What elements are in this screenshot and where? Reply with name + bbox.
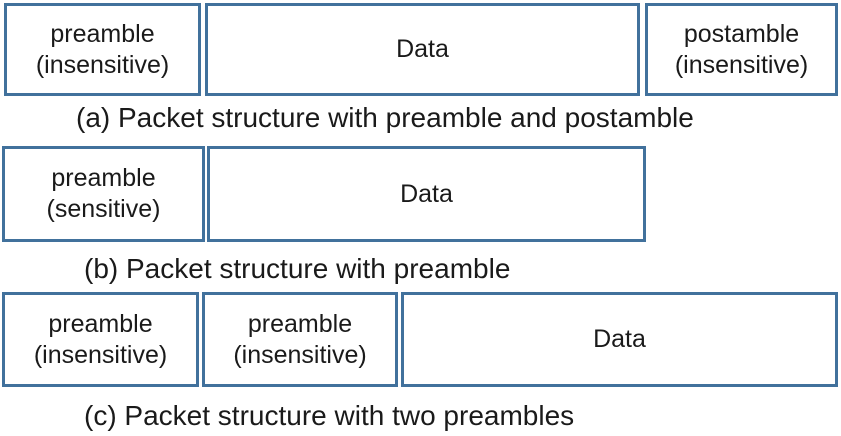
box-label-line: (insensitive) <box>233 340 367 369</box>
box-label-line: (insensitive) <box>35 50 170 79</box>
box-preamble-insensitive: preamble (insensitive) <box>202 292 398 387</box>
box-postamble-insensitive: postamble (insensitive) <box>645 3 838 96</box>
box-preamble-sensitive: preamble (sensitive) <box>2 146 205 242</box>
box-preamble-insensitive: preamble (insensitive) <box>2 292 199 387</box>
box-label-line: (insensitive) <box>33 340 168 369</box>
box-label-line: (insensitive) <box>674 50 809 79</box>
box-label-line: preamble <box>50 19 155 48</box>
box-label-line: preamble <box>48 309 153 338</box>
caption-b: (b) Packet structure with preamble <box>84 253 511 284</box>
caption-a: (a) Packet structure with preamble and p… <box>76 102 694 133</box>
box-label-line: (sensitive) <box>46 195 161 223</box>
box-preamble-insensitive: preamble (insensitive) <box>4 3 201 96</box>
box-label-line: Data <box>593 325 646 353</box>
box-data: Data <box>401 292 838 387</box>
box-label-line: preamble <box>247 309 353 338</box>
caption-c: (c) Packet structure with two preambles <box>84 400 575 431</box>
box-data: Data <box>205 3 640 96</box>
box-label-line: Data <box>400 179 453 208</box>
box-label-line: Data <box>396 35 449 63</box>
box-data: Data <box>207 146 646 242</box>
box-label-line: preamble <box>51 164 156 192</box>
box-label-line: postamble <box>683 19 800 48</box>
